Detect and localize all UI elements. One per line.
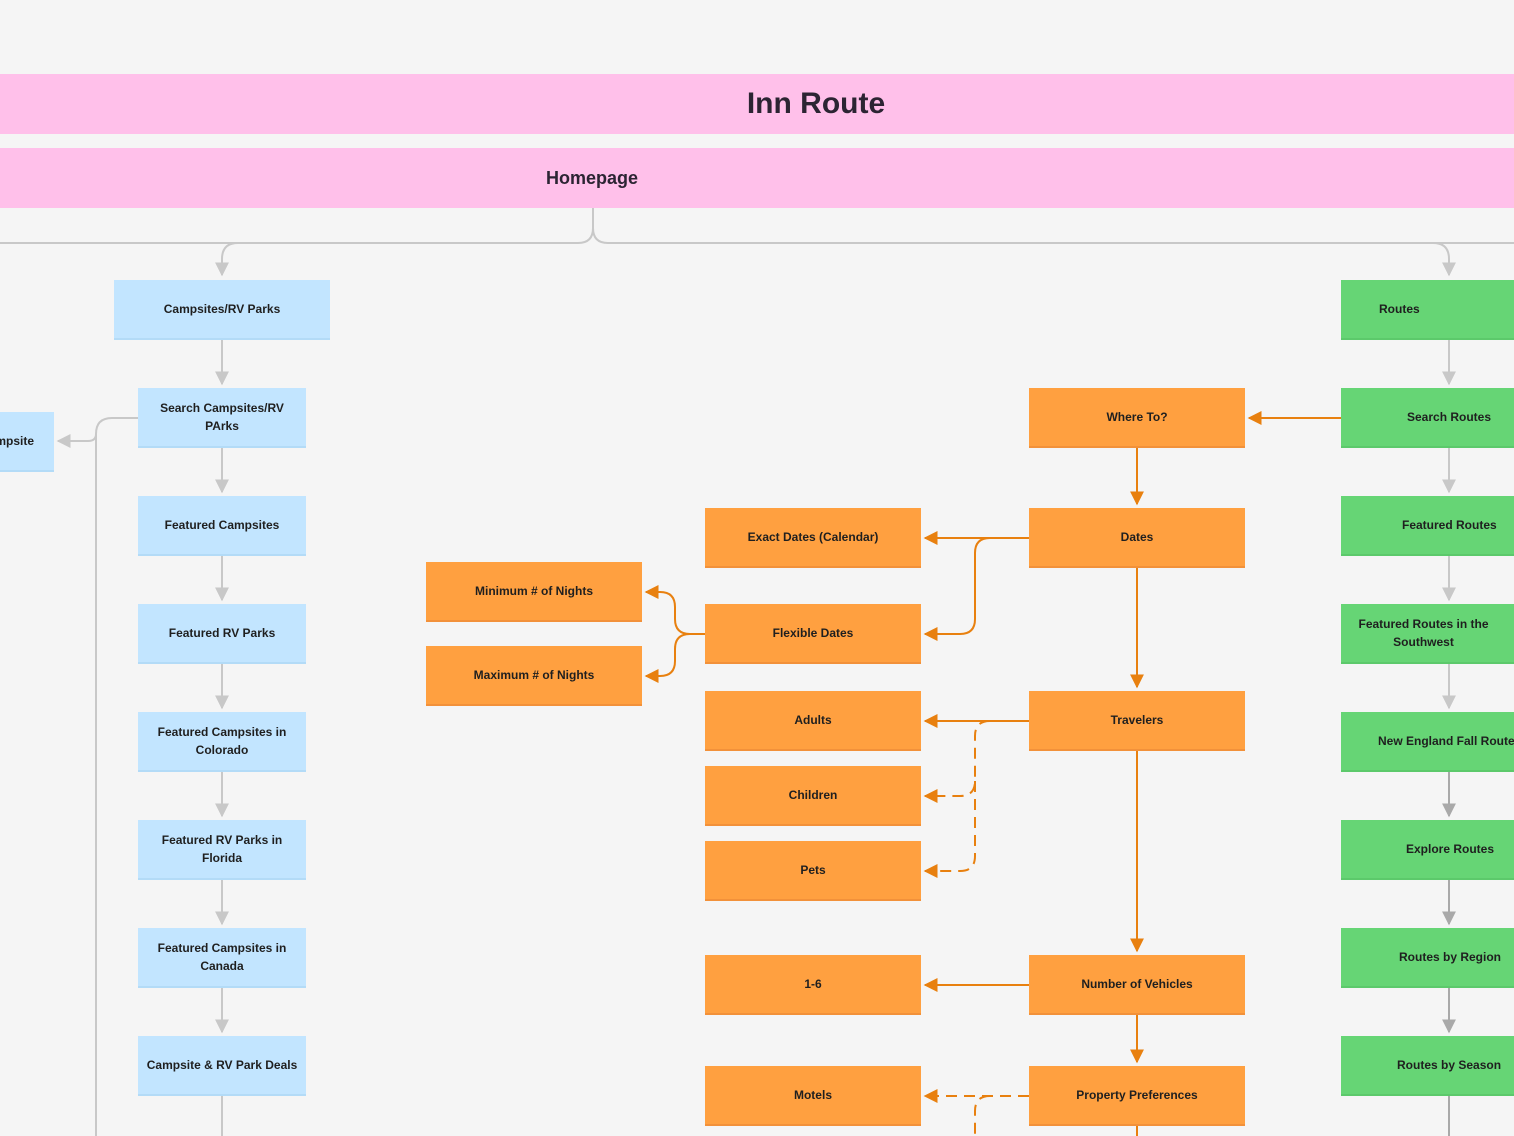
campsite-side-connector: [95, 417, 138, 1136]
search-routes-node[interactable]: Search Routes: [1341, 388, 1514, 448]
routes-by-season-node[interactable]: Routes by Season: [1341, 1036, 1514, 1096]
branch-routes: [1432, 242, 1456, 277]
featured-routes-southwest-label: Featured Routes in the Southwest: [1358, 617, 1489, 649]
title-band: Inn Route: [0, 74, 1514, 134]
travelers-to-children: [923, 720, 991, 803]
featured-campsites-canada-node[interactable]: Featured Campsites in Canada: [138, 928, 306, 988]
flexible-to-min: [644, 585, 705, 635]
branch-campsites: [215, 242, 239, 277]
dates-to-flexible: [923, 537, 1029, 641]
min-nights-node[interactable]: Minimum # of Nights: [426, 562, 642, 622]
search-campsites-node[interactable]: Search Campsites/RV PArks: [138, 388, 306, 448]
campsite-deals-node[interactable]: Campsite & RV Park Deals: [138, 1036, 306, 1096]
campsite-side-label: Campsite: [0, 434, 35, 448]
homepage-label: Homepage: [545, 168, 639, 188]
homepage-right-branch: [592, 227, 1514, 244]
campsites-header-node[interactable]: Campsites/RV Parks: [114, 280, 330, 340]
homepage-band: Homepage: [0, 148, 1514, 208]
where-to-node[interactable]: Where To?: [1029, 388, 1245, 448]
featured-rv-parks-node[interactable]: Featured RV Parks: [138, 604, 306, 664]
featured-routes-node[interactable]: Featured Routes: [1341, 496, 1514, 556]
vehicles-node[interactable]: Number of Vehicles: [1029, 955, 1245, 1015]
motels-node[interactable]: Motels: [705, 1066, 921, 1126]
vehicles-range-node[interactable]: 1-6: [705, 955, 921, 1015]
property-preferences-node[interactable]: Property Preferences: [1029, 1066, 1245, 1126]
dates-node[interactable]: Dates: [1029, 508, 1245, 568]
pets-node[interactable]: Pets: [705, 841, 921, 901]
flexible-dates-node[interactable]: Flexible Dates: [705, 604, 921, 664]
diagram-title: Inn Route: [746, 87, 886, 120]
explore-routes-node[interactable]: Explore Routes: [1341, 820, 1514, 880]
children-node[interactable]: Children: [705, 766, 921, 826]
campsite-side-node[interactable]: Campsite: [0, 412, 54, 472]
featured-campsites-colorado-node[interactable]: Featured Campsites in Colorado: [138, 712, 306, 772]
exact-dates-node[interactable]: Exact Dates (Calendar): [705, 508, 921, 568]
flexible-to-max: [644, 633, 705, 683]
max-nights-node[interactable]: Maximum # of Nights: [426, 646, 642, 706]
featured-rv-parks-florida-node[interactable]: Featured RV Parks in Florida: [138, 820, 306, 880]
routes-header-node[interactable]: Routes: [1341, 280, 1514, 340]
featured-routes-southwest-node[interactable]: Featured Routes in the Southwest: [1341, 604, 1514, 664]
routes-by-region-node[interactable]: Routes by Region: [1341, 928, 1514, 988]
travelers-to-pets: [923, 781, 976, 878]
new-england-fall-routes-node[interactable]: New England Fall Routes: [1341, 712, 1514, 772]
homepage-stem: [0, 208, 594, 244]
property-branch-down: [974, 1095, 991, 1136]
travelers-node[interactable]: Travelers: [1029, 691, 1245, 751]
featured-campsites-node[interactable]: Featured Campsites: [138, 496, 306, 556]
adults-node[interactable]: Adults: [705, 691, 921, 751]
